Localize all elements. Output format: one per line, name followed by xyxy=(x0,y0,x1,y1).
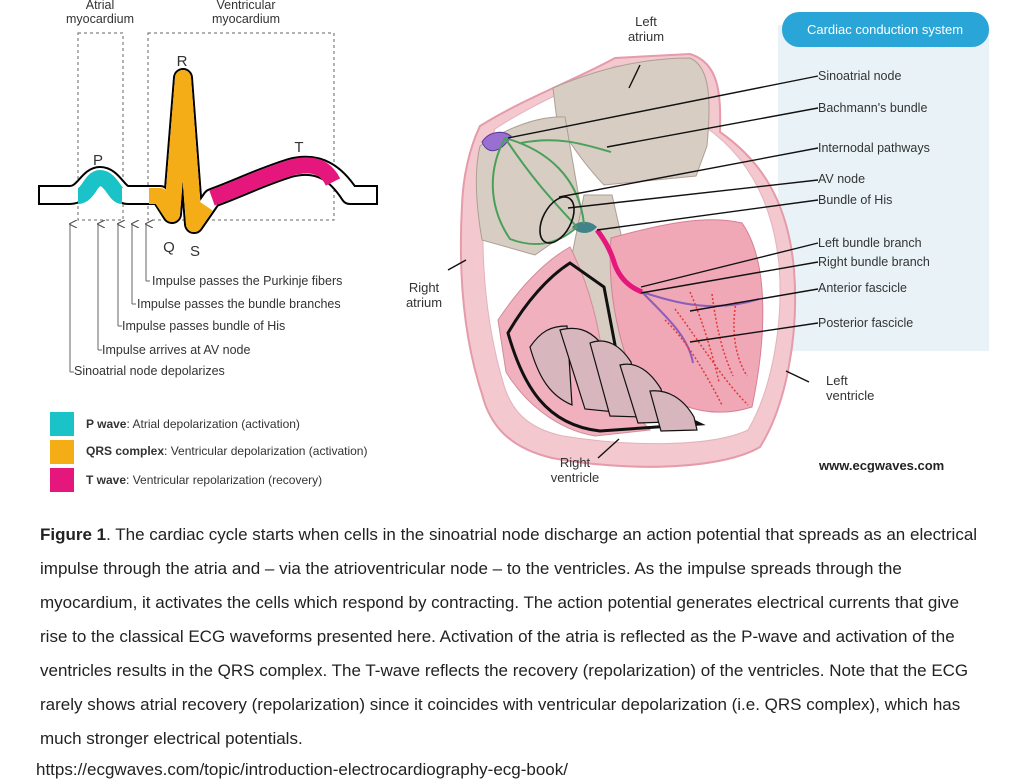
annotation-purkinje: Impulse passes the Purkinje fibers xyxy=(152,274,342,288)
left-atrium-label-line2: atrium xyxy=(628,29,664,44)
legend-t-wave-swatch xyxy=(50,468,74,492)
internodal-pathways-label: Internodal pathways xyxy=(818,141,930,155)
legend-t-wave: T wave: Ventricular repolarization (reco… xyxy=(86,473,322,487)
legend-qrs-swatch xyxy=(50,440,74,464)
conduction-system-title: Cardiac conduction system xyxy=(807,22,963,37)
sinoatrial-node xyxy=(481,131,512,152)
ecg-waveform-panel: Atrial myocardium Ventricular myocardium… xyxy=(38,0,378,492)
s-wave-label: S xyxy=(190,243,200,260)
annotation-av-node: Impulse arrives at AV node xyxy=(102,343,251,357)
right-ventricle-cavity-outline xyxy=(506,261,706,433)
right-bundle-branch-label: Right bundle branch xyxy=(818,255,930,269)
source-url[interactable]: https://ecgwaves.com/topic/introduction-… xyxy=(36,760,568,779)
heart-label-lines xyxy=(447,64,819,459)
atrial-myocardium-label-line2: myocardium xyxy=(66,12,134,26)
ecg-baseline-fill xyxy=(40,70,376,232)
q-wave-label: Q xyxy=(163,239,175,256)
right-atrium-label: Right xyxy=(409,280,440,295)
right-ventricle-label: Right xyxy=(560,455,591,470)
atrial-myocardium-label: Atrial xyxy=(86,0,114,12)
ventricular-myocardium-box xyxy=(147,32,335,221)
av-node-ring xyxy=(539,196,575,244)
left-atrium-body xyxy=(552,57,710,186)
right-atrium-label-line2: atrium xyxy=(406,295,442,310)
figure-caption: Figure 1. The cardiac cycle starts when … xyxy=(40,518,990,756)
ecg-legend: P wave: Atrial depolarization (activatio… xyxy=(50,412,367,492)
qrs-complex-fill xyxy=(149,70,213,232)
legend-p-wave: P wave: Atrial depolarization (activatio… xyxy=(86,417,300,431)
annotation-bundle-branches: Impulse passes the bundle branches xyxy=(137,297,341,311)
conduction-system-background xyxy=(778,25,989,351)
av-node-label: AV node xyxy=(818,172,865,186)
right-bundle-branch xyxy=(641,291,694,364)
left-bundle-branch-label: Left bundle branch xyxy=(818,236,922,250)
left-ventricle-label-line2: ventricle xyxy=(826,388,874,403)
cardiac-conduction-diagram: Atrial myocardium Ventricular myocardium… xyxy=(38,0,989,492)
bundle-of-his xyxy=(594,228,643,295)
legend-qrs-complex: QRS complex: Ventricular depolarization … xyxy=(86,444,367,458)
left-bundle-branch xyxy=(641,291,760,308)
p-wave-label: P xyxy=(93,152,103,169)
bundle-of-his-label: Bundle of His xyxy=(818,193,892,207)
papillary-muscles xyxy=(529,325,698,432)
anterior-fascicle-label: Anterior fascicle xyxy=(818,281,907,295)
sinoatrial-node-label: Sinoatrial node xyxy=(818,69,901,83)
left-ventricle-label: Left xyxy=(826,373,848,388)
internodal-pathways xyxy=(491,137,612,245)
posterior-fascicle-label: Posterior fascicle xyxy=(818,316,913,330)
ventricular-myocardium-label: Ventricular xyxy=(216,0,275,12)
t-wave-fill xyxy=(209,157,341,206)
ecg-annotation-arrows xyxy=(70,224,150,373)
legend-p-wave-swatch xyxy=(50,412,74,436)
left-ventricle-wall xyxy=(609,219,764,413)
left-atrium-label: Left xyxy=(635,14,657,29)
r-wave-label: R xyxy=(177,53,188,70)
p-wave-fill xyxy=(76,169,125,204)
annotation-sa-node: Sinoatrial node depolarizes xyxy=(74,364,225,378)
figure-caption-text: . The cardiac cycle starts when cells in… xyxy=(40,525,978,748)
ventricular-myocardium-label-line2: myocardium xyxy=(212,12,280,26)
annotation-bundle-of-his: Impulse passes bundle of His xyxy=(122,319,285,333)
purkinje-fibers xyxy=(664,291,749,406)
t-wave-label: T xyxy=(294,139,303,156)
heart-anatomy-panel: Cardiac conduction system xyxy=(406,12,989,485)
ecgwaves-website: www.ecgwaves.com xyxy=(818,458,944,473)
figure-number: Figure 1 xyxy=(40,525,107,544)
av-node xyxy=(572,221,597,233)
right-ventricle-label-line2: ventricle xyxy=(551,470,599,485)
bachmanns-bundle-label: Bachmann's bundle xyxy=(818,101,927,115)
conduction-system-title-pill xyxy=(782,12,989,47)
